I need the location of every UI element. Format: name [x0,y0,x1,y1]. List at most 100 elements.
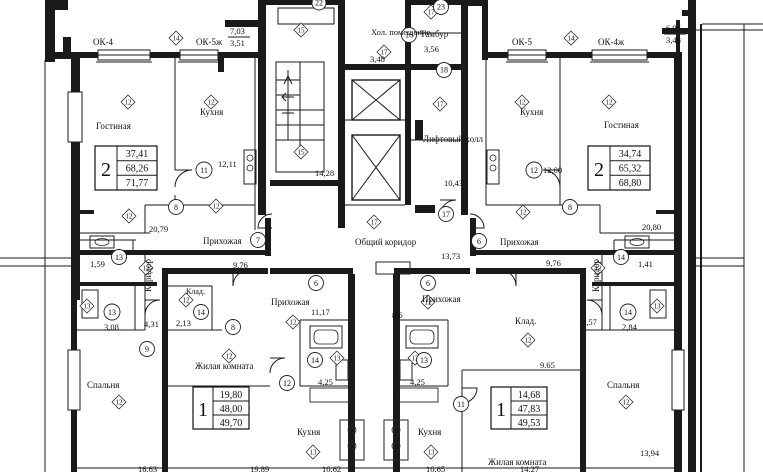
sanitary-fixtures [81,149,667,461]
diamond-mark: 12 [590,260,606,276]
area-value: 9.65 [540,360,555,370]
apartment-tag: 1 19,80 48,00 49,70 [192,386,250,430]
diamond-mark: 13 [423,444,439,460]
svg-text:2: 2 [594,159,604,181]
svg-text:12: 12 [623,399,631,407]
svg-text:8: 8 [568,203,572,212]
diamond-mark: 17 [366,214,382,230]
svg-text:14: 14 [624,308,632,317]
svg-text:2: 2 [101,159,111,181]
circle-mark: 23 [433,0,449,15]
diamond-mark: 12 [111,394,127,410]
svg-text:68,80: 68,80 [619,178,642,189]
room-name: Прихожая [422,294,461,304]
area-value: 19,89 [250,464,269,472]
svg-text:16: 16 [405,31,413,40]
svg-text:17: 17 [381,49,389,57]
svg-text:1: 1 [496,399,506,421]
structural-walls [45,0,702,472]
staircase [275,7,335,173]
area-value: 10,62 [322,464,341,472]
diamond-mark: 17 [432,96,448,112]
area-value: 10,43 [444,178,463,188]
diamond-mark: 12 [618,394,634,410]
svg-text:13: 13 [334,355,342,363]
circle-mark: 22 [311,0,327,11]
window-label: ОК-4ж [598,37,625,47]
diamond-mark: 12 [203,94,219,110]
room-name: Коридор [143,259,153,292]
svg-text:12: 12 [125,99,133,107]
svg-text:23: 23 [437,3,445,12]
room-name: Клад. [515,316,536,326]
svg-text:14: 14 [568,35,576,43]
room-name: Лифтовый холл [423,134,483,144]
apartment-tag: 1 14,68 47,83 49,53 [490,386,548,430]
window-label: ОК-4 [93,37,113,47]
lift-shafts [351,79,435,213]
svg-text:12: 12 [425,299,433,307]
diamond-mark: 12 [138,260,154,276]
svg-text:1: 1 [198,399,208,421]
area-value: 4,25 [410,377,425,387]
room-name: Тамбур [420,29,449,39]
room-name: Прихожая [271,297,310,307]
area-value: 16,63 [138,464,157,472]
circle-mark: 11 [195,161,213,179]
svg-text:47,83: 47,83 [518,404,541,415]
diamond-mark: 12 [514,94,530,110]
diamond-mark: 12 [285,314,301,330]
circle-mark: 12 [279,375,295,391]
room-name: Прихожая [500,237,539,247]
room-labels: ОК-4 ОК-5ж ОК-5 ОК-4ж Гостиная Кухня При… [87,27,639,467]
svg-text:17: 17 [437,101,445,109]
area-values: 7,03 3,51 6,96 3,48 3,48 3,56 14,28 10,4… [90,23,686,472]
svg-text:6: 6 [314,279,318,288]
room-name: Клад. [186,287,205,296]
area-value: 10,65 [426,464,445,472]
svg-text:22: 22 [315,0,323,8]
svg-text:49,53: 49,53 [518,418,541,429]
svg-text:13: 13 [310,449,318,457]
room-name: Кухня [418,427,441,437]
area-value: 2,13 [176,318,191,328]
svg-text:13: 13 [108,308,116,317]
svg-text:12: 12 [290,319,298,327]
circle-mark: 13 [103,303,121,321]
room-name: Коридор [591,259,601,292]
area-value: 4,25 [318,377,333,387]
circle-mark: 8 [225,319,241,335]
circle-mark: 18 [436,62,452,78]
area-value: 9,76 [546,258,561,268]
diamond-mark: 15 [293,22,309,38]
svg-text:6: 6 [426,279,430,288]
svg-text:9: 9 [145,345,149,354]
svg-text:17: 17 [442,210,450,219]
diamond-mark: 13 [79,298,95,314]
diamond-mark: 13 [305,444,321,460]
circle-mark: 12 [525,161,543,179]
area-value: 3,08 [104,322,119,332]
area-value: 8.6 [392,310,403,320]
room-name: Кухня [297,427,320,437]
area-value: 3,51 [230,38,245,48]
diamond-mark: 17 [376,44,392,60]
windows [67,49,685,411]
area-value: 7,03 [230,26,245,36]
area-value: 1,41 [638,259,653,269]
diamond-mark: 12 [208,198,224,214]
circle-mark: 14 [193,304,209,320]
area-value: 14,28 [315,168,334,178]
svg-text:12: 12 [208,99,216,107]
svg-text:13: 13 [428,449,436,457]
svg-text:8: 8 [174,203,178,212]
svg-text:11: 11 [200,166,208,175]
area-value: 3,56 [424,44,439,54]
room-name: Общий коридор [355,237,417,247]
svg-text:19,80: 19,80 [220,390,243,401]
circle-mark: 8 [562,199,578,215]
svg-text:13: 13 [654,303,662,311]
svg-text:12: 12 [520,209,528,217]
circle-mark: 13 [111,249,127,265]
